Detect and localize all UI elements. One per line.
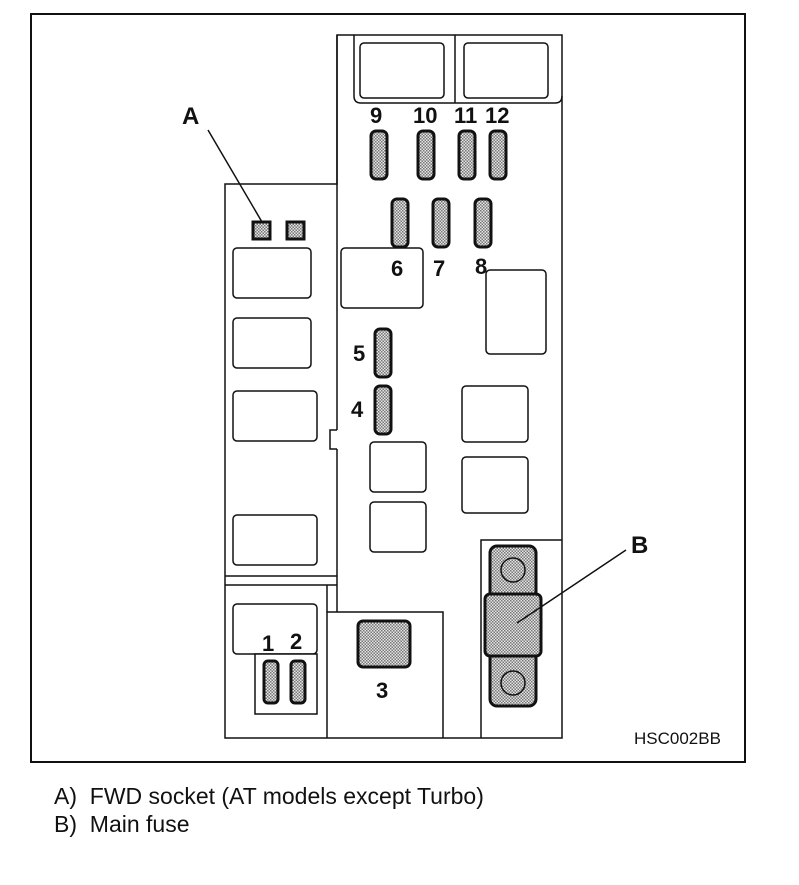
fwd-socket-pin bbox=[251, 220, 272, 241]
relay-slot bbox=[461, 456, 529, 514]
relay-slot bbox=[232, 317, 312, 369]
fuse-label-1: 1 bbox=[262, 631, 274, 656]
fuse-1 bbox=[262, 659, 280, 705]
top-relay-shelf bbox=[353, 35, 563, 104]
relay-slot bbox=[232, 603, 318, 655]
fuse-11 bbox=[457, 129, 477, 181]
fuse-number-labels: 9 10 11 12 6 7 8 5 4 1 2 3 bbox=[262, 103, 509, 703]
fuse-7 bbox=[431, 197, 451, 249]
fuse-6 bbox=[390, 197, 410, 249]
fuse-label-12: 12 bbox=[485, 103, 509, 128]
fuse-2 bbox=[289, 659, 307, 705]
main-fuse bbox=[483, 544, 543, 708]
relay-slot bbox=[485, 269, 547, 355]
relay-slot bbox=[232, 247, 312, 299]
fuse-label-5: 5 bbox=[353, 341, 365, 366]
fuse-10 bbox=[416, 129, 436, 181]
relay-slot bbox=[461, 385, 529, 443]
fuse-label-9: 9 bbox=[370, 103, 382, 128]
fuse-label-10: 10 bbox=[413, 103, 437, 128]
callout-a-leader bbox=[207, 129, 263, 223]
fuse-label-3: 3 bbox=[376, 678, 388, 703]
figure-code: HSC002BB bbox=[634, 729, 721, 748]
legend-item-b: B) Main fuse bbox=[54, 811, 190, 837]
fuse-12 bbox=[488, 129, 508, 181]
fuse-label-6: 6 bbox=[391, 256, 403, 281]
relay-slot bbox=[463, 42, 549, 99]
fuse-5 bbox=[373, 327, 393, 379]
main-fuse-bolt bbox=[500, 557, 526, 583]
relay-slot bbox=[232, 514, 318, 566]
callout-b-label: B bbox=[631, 532, 648, 559]
callout-b-leader bbox=[516, 549, 627, 624]
fuse-label-4: 4 bbox=[351, 397, 364, 422]
callout-a-label: A bbox=[182, 103, 199, 130]
fuse-label-11: 11 bbox=[454, 103, 477, 128]
main-fuse-bolt bbox=[500, 670, 526, 696]
relay-slot bbox=[369, 501, 427, 553]
relay-slot bbox=[340, 247, 424, 309]
relay-slot bbox=[232, 390, 318, 442]
fuse-label-8: 8 bbox=[475, 254, 487, 279]
fuse-label-7: 7 bbox=[433, 256, 445, 281]
legend-item-a: A) FWD socket (AT models except Turbo) bbox=[54, 783, 484, 809]
fwd-socket bbox=[251, 220, 306, 241]
main-fuse-body bbox=[483, 592, 543, 658]
fuse-9 bbox=[369, 129, 389, 181]
relay-slot bbox=[369, 441, 427, 493]
mini-fuses bbox=[262, 129, 508, 705]
fuse-4 bbox=[373, 384, 393, 436]
diagram-frame bbox=[30, 13, 746, 763]
fuse-8 bbox=[473, 197, 493, 249]
fwd-socket-pin bbox=[285, 220, 306, 241]
main-housing bbox=[224, 34, 563, 739]
fuse-3 bbox=[356, 619, 412, 669]
fuse-label-2: 2 bbox=[290, 629, 302, 654]
relay-slot bbox=[359, 42, 445, 99]
